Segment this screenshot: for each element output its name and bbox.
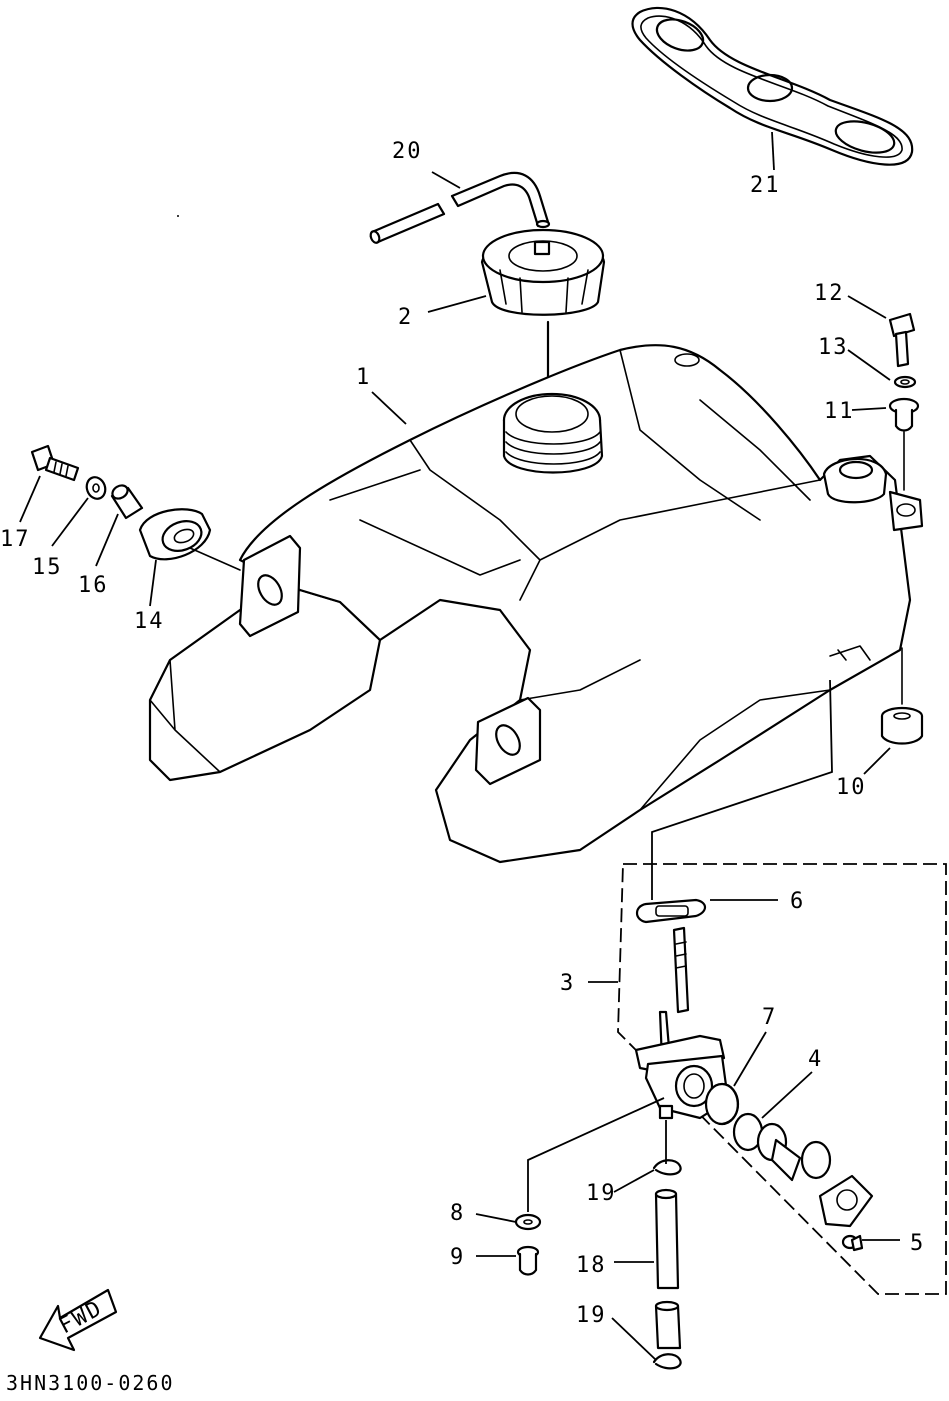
callout-3: 3 bbox=[560, 971, 575, 996]
assembly-outline bbox=[617, 863, 947, 1295]
callout-4: 4 bbox=[808, 1047, 823, 1072]
callout-14: 14 bbox=[134, 609, 165, 634]
callout-19: 19 bbox=[586, 1181, 617, 1206]
callout-11: 11 bbox=[824, 399, 855, 424]
callout-19-lower: 19 bbox=[576, 1303, 607, 1328]
callout-13: 13 bbox=[818, 335, 849, 360]
callouts: 20 21 2 1 12 13 11 10 17 15 16 14 6 3 7 … bbox=[0, 139, 925, 1328]
fuel-cock-lever bbox=[756, 1122, 802, 1182]
part-20-hose bbox=[369, 171, 551, 244]
callout-18: 18 bbox=[576, 1253, 607, 1278]
part-2-filler-cap bbox=[480, 228, 606, 316]
callout-6: 6 bbox=[790, 889, 805, 914]
part-11-collar bbox=[888, 397, 920, 432]
part-15-washer bbox=[85, 476, 107, 500]
callout-20: 20 bbox=[392, 139, 423, 164]
callout-1: 1 bbox=[356, 365, 371, 390]
callout-12: 12 bbox=[814, 281, 845, 306]
part-8-washer bbox=[514, 1213, 542, 1231]
part-12-bolt bbox=[888, 312, 916, 368]
callout-16: 16 bbox=[78, 573, 109, 598]
callout-8: 8 bbox=[450, 1201, 465, 1226]
callout-17: 17 bbox=[0, 527, 31, 552]
callout-15: 15 bbox=[32, 555, 63, 580]
part-3-fuel-cock bbox=[634, 926, 730, 1120]
part-19-clip bbox=[652, 1159, 682, 1176]
part-1-fuel-tank bbox=[148, 344, 924, 864]
part-13-washer bbox=[893, 375, 917, 389]
part-17-bolt bbox=[30, 444, 80, 482]
part-19-clip-lower bbox=[652, 1353, 682, 1370]
part-21-plate bbox=[631, 6, 914, 166]
stray-mark bbox=[177, 215, 179, 217]
callout-5: 5 bbox=[910, 1231, 925, 1256]
part-7-cup bbox=[704, 1082, 740, 1126]
callout-9: 9 bbox=[450, 1245, 465, 1270]
callout-7: 7 bbox=[762, 1005, 777, 1030]
part-18-fuel-hose bbox=[654, 1188, 682, 1350]
part-14-grommet bbox=[138, 508, 212, 561]
part-16-collar bbox=[110, 484, 144, 520]
drawing-code: 3HN3100-0260 bbox=[6, 1371, 175, 1395]
leader-lines bbox=[19, 131, 900, 1361]
fuel-cock-cover-plate bbox=[818, 1174, 874, 1228]
part-9-bolt bbox=[516, 1245, 540, 1276]
part-4-o-ring-secondary bbox=[800, 1140, 832, 1180]
part-10-damper bbox=[880, 706, 924, 745]
callout-21: 21 bbox=[750, 173, 781, 198]
callout-10: 10 bbox=[836, 775, 867, 800]
forward-arrow-icon: FWD bbox=[38, 1288, 118, 1352]
part-6-gasket bbox=[635, 898, 707, 924]
part-5-screw bbox=[841, 1234, 864, 1252]
callout-2: 2 bbox=[398, 305, 413, 330]
